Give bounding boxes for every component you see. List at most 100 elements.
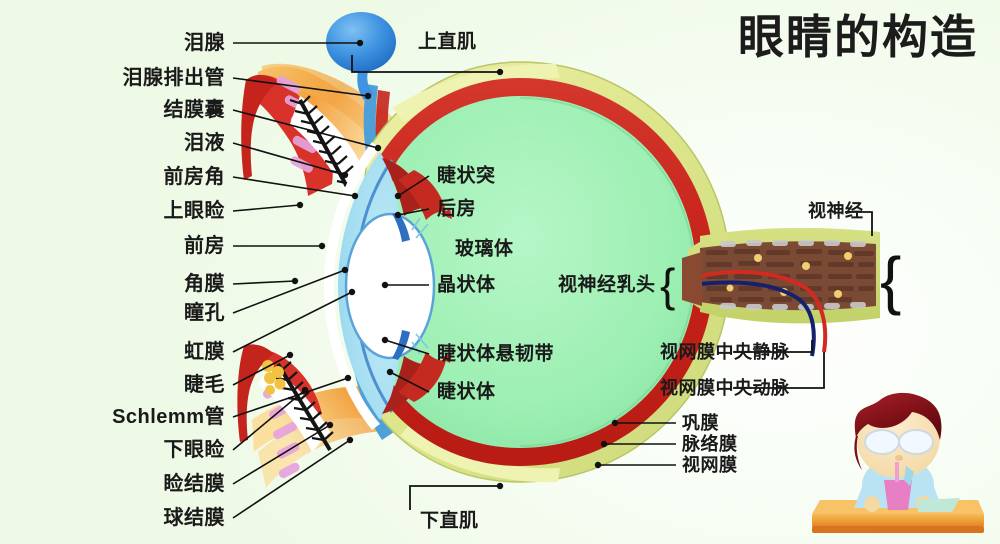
cornea-leader (232, 280, 296, 285)
leader-lines (232, 42, 676, 519)
central-retinal-artery (699, 270, 828, 353)
anterior-chamber-endpoint (318, 242, 326, 250)
optic-disc-brace: { (660, 259, 676, 311)
leader-endpoints (286, 39, 619, 469)
ciliary-process-endpoint (394, 192, 402, 200)
label-iris: 虹膜 (184, 341, 225, 363)
label-pupil: 瞳孔 (184, 302, 225, 324)
lacrimal-gland-duct (357, 71, 374, 100)
upper-eyelid-endpoint (296, 201, 304, 209)
inferior-rectus-muscle (400, 426, 560, 483)
lacrimal-duct (363, 84, 378, 152)
label-lacrimal-gland: 泪腺 (184, 32, 225, 54)
desk-edge (812, 526, 984, 533)
label-anterior-chamber-angle: 前房角 (163, 166, 225, 188)
tear-fluid-endpoint (341, 171, 349, 179)
lower-eyelid-endpoint (301, 386, 309, 394)
child-hair-side (854, 436, 862, 470)
label-ciliary-process: 睫状突 (437, 165, 496, 187)
cornea-endpoint (291, 277, 299, 285)
ciliary-zonule-endpoint (381, 336, 389, 344)
label-lacrimal-duct: 泪腺排出管 (122, 67, 225, 89)
desk-object-pencil (904, 466, 914, 486)
cra-leader (733, 352, 825, 389)
desk-object-straw (895, 462, 899, 482)
lacrimal-duct-leader (232, 77, 369, 97)
label-sclera: 巩膜 (682, 413, 719, 433)
eyelash-leader (232, 354, 291, 386)
label-inferior-rectus: 下直肌 (420, 510, 479, 532)
page-title: 眼睛的构造 (738, 11, 978, 63)
desk-top (812, 512, 984, 528)
pupil-endpoint (341, 266, 349, 274)
schlemm-canal-endpoint (344, 374, 352, 382)
optic-nerve-leaders (733, 211, 873, 389)
central-retinal-vein (699, 280, 816, 357)
ciliary-zonule-leader (384, 339, 430, 355)
inferior-rectus-endpoint (496, 482, 504, 490)
schlemm-canal-leader (232, 377, 349, 418)
lacrimal-duct-endpoint (364, 92, 372, 100)
eyelash-endpoint (286, 351, 294, 359)
label-lower-eyelid: 下眼睑 (163, 439, 225, 461)
label-optic-disc: 视神经乳头 (558, 274, 656, 296)
retina-endpoint (594, 461, 602, 469)
label-anterior-chamber: 前房 (184, 235, 225, 257)
optic-disc (682, 252, 702, 306)
ciliary-process-leader (397, 175, 430, 197)
label-superior-rectus: 上直肌 (418, 31, 477, 53)
choroid-endpoint (600, 440, 608, 448)
child-nose (895, 455, 903, 461)
child-glasses (864, 429, 934, 455)
ciliary-processes-upper (420, 194, 452, 219)
label-tear-fluid: 泪液 (184, 132, 225, 154)
palpebral-conjunctiva-leader (232, 424, 331, 485)
optic-nerve-septa (720, 240, 866, 310)
lacrimal-gland-endpoint (356, 39, 364, 47)
lens (344, 212, 436, 360)
superior-rectus-leader (351, 55, 500, 73)
optic-nerve-brace: { (880, 244, 902, 316)
desk-object-paper (918, 498, 960, 512)
lower-eyelash-group (269, 361, 334, 452)
sclera-endpoint (611, 419, 619, 427)
label-choroid: 脉络膜 (682, 434, 738, 454)
cartoon-child-illustration (812, 392, 984, 533)
label-vitreous-body: 玻璃体 (455, 238, 514, 260)
posterior-chamber-endpoint (394, 211, 402, 219)
eyeball-group (324, 61, 731, 483)
label-palpebral-conjunctiva: 睑结膜 (163, 473, 225, 495)
inferior-rectus-leader (409, 485, 500, 510)
lower-eyelid-leader (232, 389, 306, 451)
label-conjunctival-sac: 结膜囊 (163, 99, 225, 121)
conjunctival-sac-leader (232, 109, 379, 149)
lower-eyelid-rim (237, 344, 274, 442)
tear-fluid-leader (232, 142, 346, 176)
child-hair (854, 392, 942, 440)
label-schlemm-canal: Schlemm管 (112, 406, 225, 428)
iris-upper (382, 158, 424, 216)
desk-object-cup (884, 480, 912, 510)
ciliary-body-endpoint (386, 368, 394, 376)
muscle-leaders (351, 55, 500, 510)
upper-eyelid-rim (241, 74, 278, 180)
ciliary-processes-lower (420, 353, 452, 378)
posterior-chamber (392, 212, 410, 242)
pupil-leader (232, 269, 346, 314)
label-posterior-chamber: 后房 (437, 198, 477, 220)
upper-eyelid-leader (232, 204, 301, 212)
iris-lower (382, 356, 424, 414)
muscle-leader-dots (496, 68, 504, 490)
label-lens: 晶状体 (437, 274, 496, 296)
label-eyelash: 睫毛 (184, 374, 225, 396)
label-central-retinal-artery: 视网膜中央动脉 (660, 378, 790, 398)
anterior-chamber-angle-leader (232, 176, 356, 197)
optic-nerve-group (682, 227, 880, 357)
label-ciliary-body: 睫状体 (437, 381, 496, 403)
label-bulbar-conjunctiva: 球结膜 (163, 507, 225, 529)
crv-leader (733, 340, 813, 353)
bulbar-conjunctiva-leader (232, 439, 351, 519)
ciliary-zonule-fibers (411, 217, 429, 355)
